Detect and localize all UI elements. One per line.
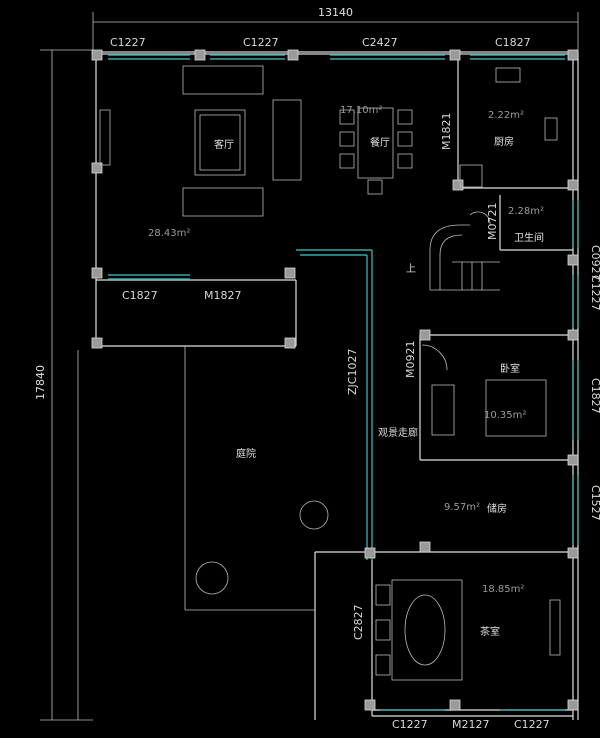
bedroom-area: 10.35m² (484, 410, 526, 421)
window-c1227-b: C1227 (243, 36, 279, 49)
structural-columns (91, 49, 579, 711)
door-m1827: M1827 (204, 289, 242, 302)
window-c1827-right: C1827 (589, 378, 600, 414)
window-c2827: C2827 (352, 604, 365, 640)
door-m2127: M2127 (452, 718, 490, 731)
living-room-area: 28.43m² (148, 228, 190, 239)
storage-area: 9.57m² (444, 502, 480, 513)
door-m0921: M0921 (404, 341, 417, 379)
tea-room-furniture (375, 579, 561, 681)
room-labels: 客厅 28.43m² 餐厅 17.10m² 厨房 2.22m² 卫生间 2.28… (148, 105, 544, 638)
window-c1827-bottom-left: C1827 (122, 289, 158, 302)
garden-outline (184, 346, 329, 611)
dimension-lines (40, 12, 579, 721)
living-room-furniture (99, 65, 302, 217)
living-room-name: 客厅 (214, 138, 234, 151)
window-c1227-a: C1227 (110, 36, 146, 49)
kitchen-name: 厨房 (494, 135, 514, 148)
kitchen-fixtures (459, 67, 558, 188)
window-c1527: C1527 (589, 485, 600, 521)
window-c1827-top: C1827 (495, 36, 531, 49)
dining-room-name: 餐厅 (370, 136, 390, 149)
garden-name: 庭院 (236, 447, 256, 460)
staircase (429, 211, 500, 291)
total-width-label: 13140 (318, 6, 353, 19)
window-c0927: C0927 (589, 245, 600, 281)
corridor-name: 观景走廊 (378, 426, 418, 439)
bathroom-area: 2.28m² (508, 206, 544, 217)
total-height-label: 17840 (34, 365, 47, 400)
opening-labels: C1227 C1227 C2427 C1827 M1821 M0721 C092… (110, 36, 600, 731)
storage-name: 储房 (487, 502, 507, 515)
exterior-walls (95, 51, 579, 720)
window-c1227-right: C1227 (589, 275, 600, 311)
door-m1821: M1821 (440, 113, 453, 151)
tea-room-area: 18.85m² (482, 584, 524, 595)
windows (108, 54, 579, 711)
tea-room-name: 茶室 (480, 625, 500, 638)
window-zjc1027: ZJC1027 (346, 349, 359, 395)
stair-up-label: 上 (406, 263, 416, 275)
bedroom-furniture (421, 344, 547, 437)
dining-room-area: 17.10m² (340, 105, 382, 116)
dining-table (339, 107, 413, 195)
window-c2427: C2427 (362, 36, 398, 49)
kitchen-area: 2.22m² (488, 110, 524, 121)
window-c1227-bottom-left: C1227 (392, 718, 428, 731)
bathroom-name: 卫生间 (514, 231, 544, 244)
window-c1227-bottom-right: C1227 (514, 718, 550, 731)
door-m0721: M0721 (486, 203, 499, 241)
bedroom-name: 卧室 (500, 362, 520, 375)
